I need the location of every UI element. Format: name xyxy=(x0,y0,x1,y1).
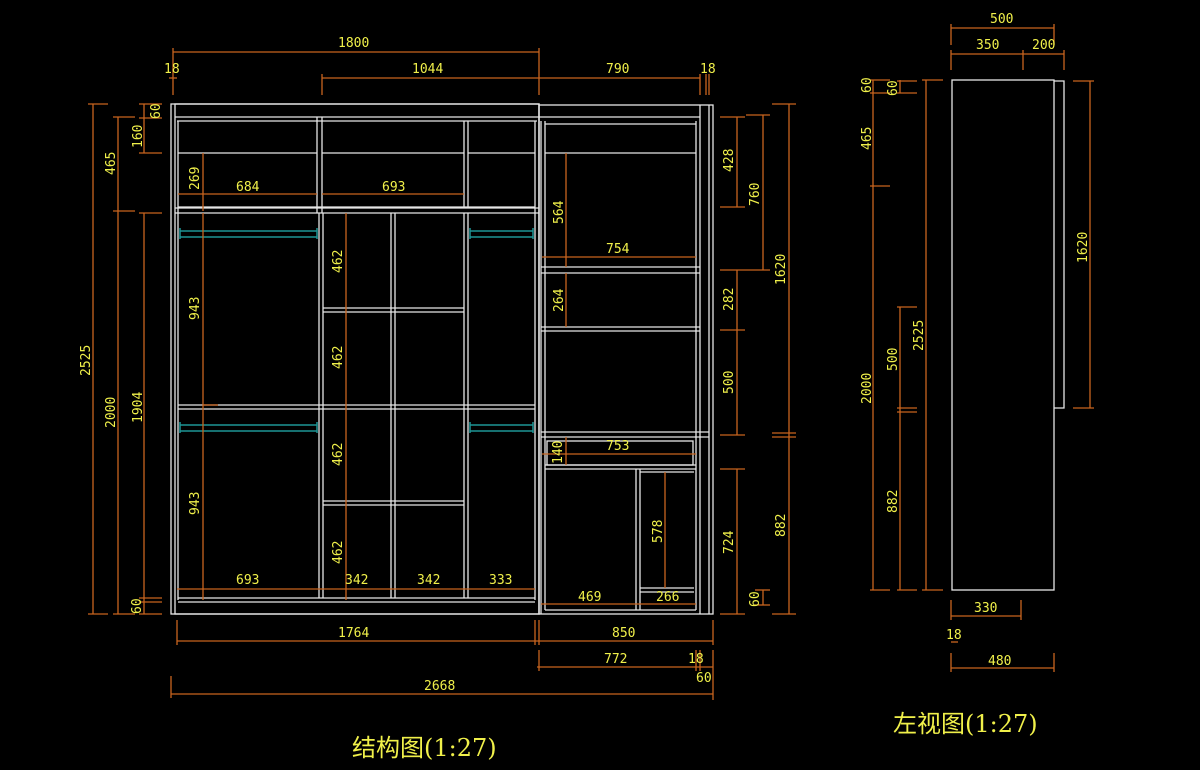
side-dim-465: 465 xyxy=(860,127,875,150)
dim-578: 578 xyxy=(651,520,666,543)
dim-342-a: 342 xyxy=(345,573,368,588)
dim-18-bottom: 18 xyxy=(688,652,704,667)
dim-462-3: 462 xyxy=(331,443,346,466)
dim-469: 469 xyxy=(578,590,601,605)
dim-18-left: 18 xyxy=(164,62,180,77)
hanging-rod-lower-left xyxy=(179,422,318,433)
side-door-outline xyxy=(1054,80,1065,409)
dim-564: 564 xyxy=(552,200,567,224)
side-dim-18: 18 xyxy=(946,628,962,643)
side-dim-882: 882 xyxy=(886,490,901,513)
side-dim-200: 200 xyxy=(1032,38,1055,53)
dim-760: 760 xyxy=(748,183,763,206)
dim-428: 428 xyxy=(722,149,737,172)
side-dim-2525: 2525 xyxy=(912,320,927,351)
side-dim-60-a: 60 xyxy=(860,77,875,93)
dim-754: 754 xyxy=(606,242,630,257)
dim-1800: 1800 xyxy=(338,36,369,51)
dim-882: 882 xyxy=(774,514,789,537)
dim-2525: 2525 xyxy=(79,345,94,376)
dim-500: 500 xyxy=(722,371,737,394)
side-dim-2000: 2000 xyxy=(860,373,875,404)
dim-465: 465 xyxy=(104,152,119,175)
dim-266: 266 xyxy=(656,590,679,605)
front-view-dimension-lines xyxy=(88,48,796,700)
dim-1044: 1044 xyxy=(412,62,443,77)
dim-1764: 1764 xyxy=(338,626,369,641)
dim-2000: 2000 xyxy=(104,397,119,428)
dim-693-bottom: 693 xyxy=(236,573,259,588)
dim-1620: 1620 xyxy=(774,254,789,285)
right-cabinet-outline xyxy=(538,104,714,615)
side-dim-350: 350 xyxy=(976,38,999,53)
dim-18-right: 18 xyxy=(700,62,716,77)
side-dim-500: 500 xyxy=(886,348,901,371)
dim-943-lower: 943 xyxy=(188,492,203,515)
side-dim-60-b: 60 xyxy=(886,80,901,96)
dim-462-4: 462 xyxy=(331,541,346,564)
dim-342-b: 342 xyxy=(417,573,440,588)
side-dim-330: 330 xyxy=(974,601,997,616)
dim-60-bottom-right: 60 xyxy=(696,671,712,686)
dim-1904: 1904 xyxy=(131,392,146,423)
side-dim-480: 480 xyxy=(988,654,1011,669)
dim-462-1: 462 xyxy=(331,250,346,273)
dim-60-top: 60 xyxy=(149,103,164,119)
side-view-structure xyxy=(951,79,1065,591)
dim-282: 282 xyxy=(722,288,737,311)
dim-333: 333 xyxy=(489,573,512,588)
dim-790: 790 xyxy=(606,62,629,77)
dim-462-2: 462 xyxy=(331,346,346,369)
side-dim-500-top: 500 xyxy=(990,12,1013,27)
dim-140: 140 xyxy=(551,441,566,464)
front-view-dimension-text: 1800 18 1044 790 18 2525 465 2000 1904 6… xyxy=(79,36,789,694)
front-view-title: 结构图(1:27) xyxy=(352,734,497,762)
side-dim-1620: 1620 xyxy=(1076,232,1091,263)
dim-943-upper: 943 xyxy=(188,297,203,320)
dim-772: 772 xyxy=(604,652,627,667)
dim-724: 724 xyxy=(722,530,737,554)
dim-753: 753 xyxy=(606,439,629,454)
left-carcass-outline xyxy=(170,103,540,615)
dim-60-right: 60 xyxy=(748,591,763,607)
side-panel-outline xyxy=(951,79,1055,591)
dim-160: 160 xyxy=(131,125,146,148)
dim-693-upper: 693 xyxy=(382,180,405,195)
side-view-dimension-text: 500 350 200 60 60 465 2000 500 2525 882 … xyxy=(860,12,1091,669)
side-view-title: 左视图(1:27) xyxy=(893,710,1038,738)
dim-60-bottom: 60 xyxy=(130,598,145,614)
hanging-rod-lower-right xyxy=(469,422,534,433)
dim-684: 684 xyxy=(236,180,260,195)
dim-850: 850 xyxy=(612,626,635,641)
hanging-rod-upper-right xyxy=(469,228,534,239)
dim-264: 264 xyxy=(552,288,567,312)
dim-269: 269 xyxy=(188,167,203,190)
dim-2668: 2668 xyxy=(424,679,455,694)
side-view-dimension-lines xyxy=(870,24,1094,672)
hanging-rod-upper-left xyxy=(179,228,318,239)
